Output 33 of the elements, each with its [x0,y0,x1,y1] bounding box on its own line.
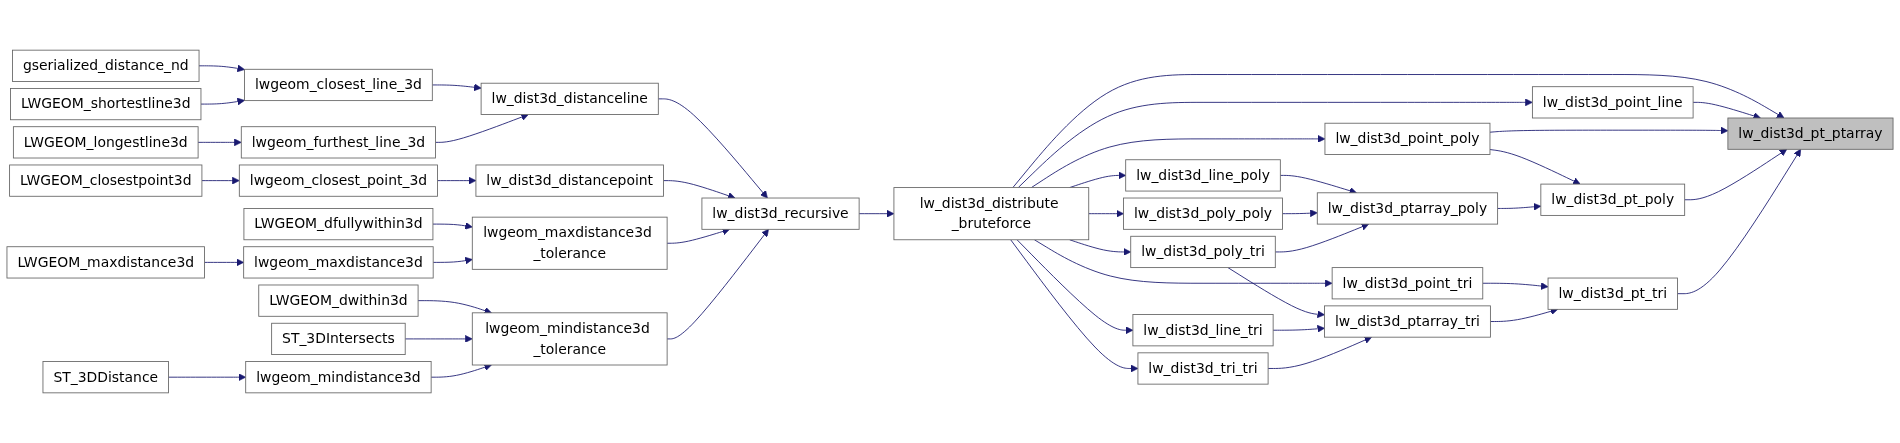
node-box: lw_dist3d_recursive [701,197,860,230]
node-box: lw_dist3d_ptarray_tri [1324,305,1491,338]
node-box: lw_dist3d_distancepoint [475,164,664,197]
node-box: LWGEOM_dfullywithin3d [243,208,434,241]
node-box: lwgeom_maxdistance3d [243,246,434,279]
node-box: LWGEOM_longestline3d [12,126,199,159]
node-box: lw_dist3d_distribute _bruteforce [893,187,1090,241]
node-box: lwgeom_maxdistance3d _tolerance [471,216,668,270]
node-box: lwgeom_closest_point_3d [238,164,438,197]
node-box: lw_dist3d_tri_tri [1137,352,1269,385]
node-box: lw_dist3d_point_tri [1331,267,1484,300]
node-box: lwgeom_mindistance3d _tolerance [471,312,668,366]
node-box: lw_dist3d_pt_ptarray [1727,117,1894,150]
node-box: ST_3DIntersects [271,322,406,355]
node-box: LWGEOM_maxdistance3d [6,246,205,279]
node-box: LWGEOM_dwithin3d [258,284,419,317]
node-box: ST_3DDistance [42,361,169,394]
node-box: lw_dist3d_point_poly [1324,122,1491,155]
node-box: lwgeom_furthest_line_3d [240,126,436,159]
node-box: lw_dist3d_poly_tri [1130,235,1276,269]
node-box: lwgeom_closest_line_3d [244,68,433,102]
node-box: lw_dist3d_distanceline [480,82,659,115]
node-box: lw_dist3d_pt_poly [1540,183,1686,216]
node-box: gserialized_distance_nd [12,49,200,82]
node-box: lw_dist3d_point_line [1531,86,1694,119]
node-box: lw_dist3d_poly_poly [1123,197,1283,230]
node-box: lw_dist3d_ptarray_poly [1316,192,1499,225]
node-box: LWGEOM_closestpoint3d [9,164,203,197]
node-box: lw_dist3d_line_poly [1125,159,1281,192]
node-box: lw_dist3d_pt_tri [1547,277,1678,310]
node-box: lw_dist3d_line_tri [1132,314,1274,347]
node-box: lwgeom_mindistance3d [245,361,432,394]
node-box: LWGEOM_shortestline3d [10,88,202,121]
